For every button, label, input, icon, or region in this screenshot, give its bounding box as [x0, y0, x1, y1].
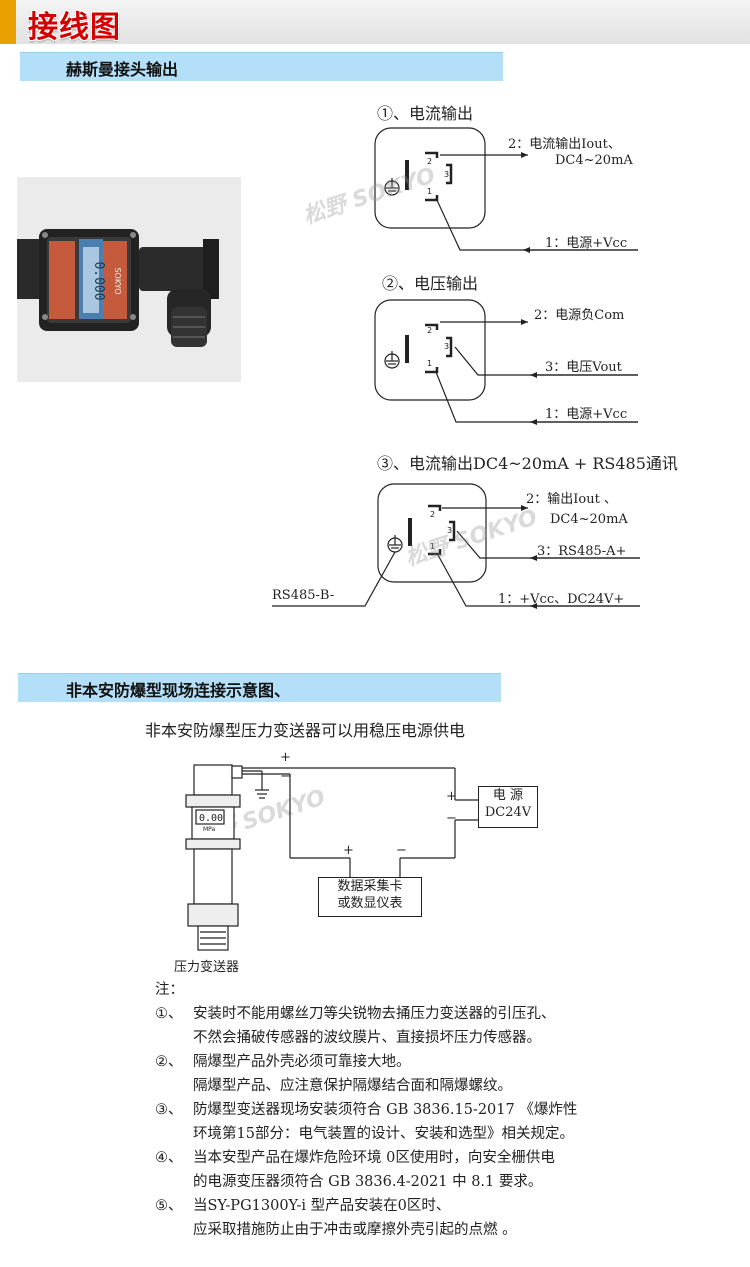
- note-item: ④、 当本安型产品在爆炸危险环境 0区使用时，向安全栅供电 的电源变压器须符合 …: [155, 1146, 655, 1194]
- note-line: 不然会捅破传感器的波纹膜片、直接损坏压力传感器。: [193, 1030, 541, 1046]
- daq-label: 数据采集卡: [337, 879, 403, 894]
- note-line: 的电源变压器须符合 GB 3836.4-2021 中 8.1 要求。: [193, 1174, 543, 1190]
- note-line: 安装时不能用螺丝刀等尖锐物去捅压力变送器的引压孔、: [193, 1006, 556, 1022]
- diagram2-title: ②、电压输出: [382, 274, 479, 293]
- note-item: ①、 安装时不能用螺丝刀等尖锐物去捅压力变送器的引压孔、 不然会捅破传感器的波纹…: [155, 1002, 655, 1050]
- note-line: 防爆型变送器现场安装须符合 GB 3836.15-2017 《爆炸性: [193, 1102, 578, 1118]
- diagram1-pin2-label: 2：电流输出Iout、: [508, 137, 621, 152]
- note-number: ①、: [155, 1006, 183, 1022]
- diagram2-pin1-label: 1：电源+Vcc: [545, 407, 628, 422]
- pin-num-2: 2: [427, 326, 432, 335]
- diagram3-pin2-range: DC4~20mA: [550, 512, 628, 527]
- notes-heading: 注：: [155, 982, 184, 998]
- diagram1-title: ①、电流输出: [377, 104, 474, 123]
- power-minus: −: [446, 811, 457, 826]
- power-supply-box: 电 源 DC24V: [478, 786, 538, 828]
- note-item: ⑤、 当SY-PG1300Y-i 型产品安装在0区时、 应采取措施防止由于冲击或…: [155, 1194, 655, 1242]
- note-line: 隔爆型产品外壳必须可靠接大地。: [193, 1054, 411, 1070]
- ground-icon: [384, 178, 403, 553]
- note-number: ⑤、: [155, 1198, 183, 1214]
- note-item: ②、 隔爆型产品外壳必须可靠接大地。 隔爆型产品、应注意保护隔爆结合面和隔爆螺纹…: [155, 1050, 655, 1098]
- diagram3-title: ③、电流输出DC4~20mA + RS485通讯: [377, 454, 678, 473]
- diagram3-pin3-label: 3：RS485-A+: [537, 544, 627, 559]
- diagram1-pin1-label: 1：电源+Vcc: [545, 236, 628, 251]
- connector-outline-3: [377, 483, 487, 583]
- note-line: 应采取措施防止由于冲击或摩擦外壳引起的点燃 。: [193, 1222, 517, 1238]
- daq-box: 数据采集卡 或数显仪表: [318, 877, 422, 917]
- pin-num-3: 3: [447, 526, 452, 535]
- pin-num-2: 2: [430, 510, 435, 519]
- daq-minus: −: [396, 843, 407, 858]
- pin-num-1: 1: [427, 187, 432, 196]
- product-brand-text: SOKYO: [113, 267, 122, 294]
- note-line: 当本安型产品在爆炸危险环境 0区使用时，向安全栅供电: [193, 1150, 555, 1166]
- diagram2-pin2-label: 2：电源负Com: [534, 308, 625, 323]
- transmitter-head-image: 0.000 SOKYO: [17, 229, 219, 347]
- note-number: ③、: [155, 1102, 183, 1118]
- header-banner: [0, 0, 750, 44]
- section-title-hirschmann: 赫斯曼接头输出: [66, 60, 179, 79]
- notes-list: ①、 安装时不能用螺丝刀等尖锐物去捅压力变送器的引压孔、 不然会捅破传感器的波纹…: [155, 1002, 655, 1242]
- display-value: 0.00: [199, 813, 223, 824]
- note-item: ③、 防爆型变送器现场安装须符合 GB 3836.15-2017 《爆炸性 环境…: [155, 1098, 655, 1146]
- diagram3-pin1-label: 1：+Vcc、DC24V+: [498, 592, 625, 607]
- svg-text:0.000: 0.000: [91, 261, 106, 300]
- section2-subtitle: 非本安防爆型压力变送器可以用稳压电源供电: [145, 721, 466, 740]
- pin-num-3: 3: [444, 170, 449, 179]
- section-title-explosion-proof: 非本安防爆型现场连接示意图、: [66, 681, 291, 700]
- power-voltage: DC24V: [484, 805, 532, 820]
- note-line: 隔爆型产品、应注意保护隔爆结合面和隔爆螺纹。: [193, 1078, 512, 1094]
- transmitter-label: 压力变送器: [174, 960, 240, 975]
- diagram1-pin2-range: DC4~20mA: [555, 153, 633, 168]
- daq-label-alt: 或数显仪表: [337, 896, 403, 911]
- section-bar-hirschmann: [20, 52, 503, 81]
- power-label: 电 源: [492, 788, 524, 803]
- terminal-minus: −: [280, 769, 291, 784]
- section-bar-explosion-proof: [18, 673, 501, 702]
- connector-outline-1: [374, 127, 486, 229]
- note-line: 当SY-PG1300Y-i 型产品安装在0区时、: [193, 1198, 451, 1214]
- pin-num-2: 2: [427, 157, 432, 166]
- pin-num-3: 3: [444, 342, 449, 351]
- diagram3-rs485b-label: RS485-B-: [272, 588, 335, 603]
- note-number: ②、: [155, 1054, 183, 1070]
- note-number: ④、: [155, 1150, 183, 1166]
- note-line: 环境第15部分：电气装置的设计、安装和选型》相关规定。: [193, 1126, 574, 1142]
- diagram3-pin2-label: 2：输出Iout 、: [526, 492, 617, 507]
- terminal-plus: +: [280, 750, 291, 765]
- product-photo: 0.000 SOKYO: [17, 177, 241, 382]
- pin-num-1: 1: [427, 359, 432, 368]
- diagram2-pin3-label: 3：电压Vout: [545, 360, 622, 375]
- daq-plus: +: [343, 843, 354, 858]
- page-title: 接线图: [28, 10, 121, 45]
- power-plus: +: [446, 789, 457, 804]
- pin-num-1: 1: [430, 542, 435, 551]
- display-unit: MPa: [203, 826, 216, 833]
- header-accent: [0, 0, 16, 44]
- connector-outline-2: [374, 299, 486, 401]
